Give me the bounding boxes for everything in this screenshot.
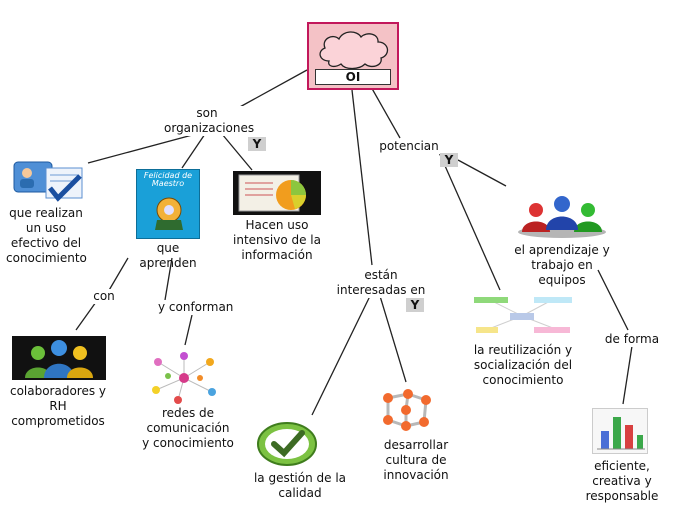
- node-uso-intensivo[interactable]: Hacen uso intensivo de la información: [233, 218, 321, 262]
- link-con: con: [90, 289, 118, 304]
- link-y-conforman: y conforman: [158, 300, 234, 315]
- y-badge-interesadas: Y: [406, 298, 424, 312]
- node-cultura-innovacion[interactable]: desarrollar cultura de innovación: [383, 438, 449, 482]
- people-group-icon: [12, 336, 106, 380]
- node-colaboradores[interactable]: colaboradores y RH comprometidos: [9, 384, 107, 428]
- link-son-organizaciones: son organizaciones: [164, 106, 255, 136]
- link-estan-interesadas: están interesadas en: [336, 268, 426, 298]
- y-badge-left: Y: [248, 137, 266, 151]
- link-potencian: potencian: [378, 139, 440, 154]
- node-reutilizacion[interactable]: la reutilización y socialización del con…: [473, 343, 573, 387]
- node-uso-efectivo[interactable]: que realizan un uso efectivo del conocim…: [6, 206, 87, 265]
- checkmark-circle-icon: [256, 420, 318, 472]
- book-cover-icon: Felicidad de Maestro: [136, 169, 200, 239]
- molecule-icon: [378, 386, 434, 438]
- node-aprenden[interactable]: que aprenden: [139, 241, 197, 270]
- mini-concept-map-icon: [472, 294, 576, 342]
- pie-chart-document-icon: [233, 171, 321, 215]
- node-aprendizaje-equipos[interactable]: el aprendizaje y trabajo en equipos: [514, 243, 610, 287]
- root-concept-node[interactable]: OI: [307, 22, 399, 90]
- node-eficiente[interactable]: eficiente, creativa y responsable: [585, 459, 659, 503]
- team-people-icon: [514, 194, 610, 242]
- root-label: OI: [315, 69, 391, 85]
- network-people-icon: [148, 350, 220, 408]
- node-redes[interactable]: redes de comunicación y conocimiento: [142, 406, 234, 450]
- id-card-checkmark-icon: [10, 158, 86, 210]
- book-cover-title: Felicidad de Maestro: [143, 171, 193, 188]
- bar-chart-icon: [592, 408, 648, 454]
- link-de-forma: de forma: [604, 332, 660, 347]
- y-badge-potencian: Y: [440, 153, 458, 167]
- node-gestion-calidad[interactable]: la gestión de la calidad: [253, 471, 347, 500]
- cloud-icon: [319, 31, 389, 70]
